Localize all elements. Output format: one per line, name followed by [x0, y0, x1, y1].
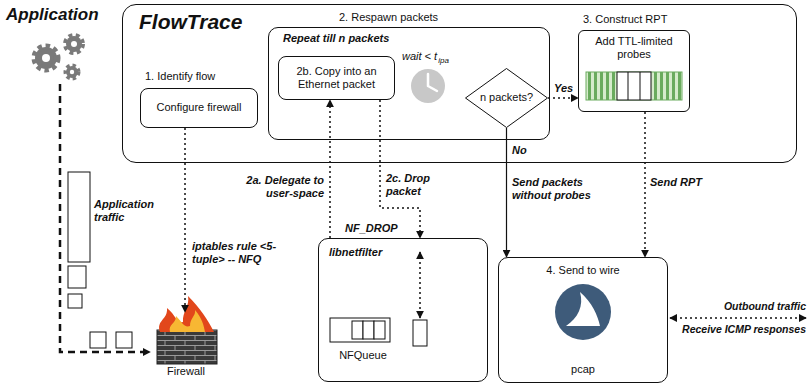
- node-text: 2b. Copy into an Ethernet packet: [279, 65, 394, 91]
- node-heading: 4. Send to wire: [499, 264, 667, 277]
- pcap-icon: [555, 284, 611, 340]
- node-heading: 2. Respawn packets: [339, 11, 438, 24]
- connector: [184, 128, 186, 312]
- node-heading: 3. Construct RPT: [583, 13, 667, 26]
- outbound-link: [670, 317, 806, 319]
- node-text: Add TTL-limited probes: [579, 35, 689, 61]
- edge-label: Send RPT: [650, 176, 702, 189]
- node-heading: libnetfilter: [329, 246, 382, 259]
- decision-diamond: n packets?: [465, 68, 548, 128]
- node-text: FlowTrace: [139, 9, 242, 34]
- process-box: 3. Construct RPTAdd TTL-limited probes: [578, 30, 690, 112]
- process-box: 1. Identify flowConfigure firewall: [140, 88, 258, 128]
- nfqueue-icon: [330, 318, 427, 346]
- node-text: n packets?: [480, 91, 533, 104]
- annotation-label: Outbound traffic: [724, 300, 806, 313]
- annotation-label: ipa: [438, 56, 449, 66]
- node-text: Application: [6, 5, 99, 25]
- annotation-label: wait < t: [402, 50, 437, 63]
- connector: [380, 100, 420, 238]
- application-node: Application: [22, 28, 98, 84]
- connector: [644, 112, 646, 257]
- drop-link: [419, 252, 421, 318]
- connector: [329, 100, 331, 238]
- loop-box: 2. Respawn packetsRepeat till n packets2…: [268, 27, 550, 140]
- node-text: NFQueue: [323, 349, 403, 362]
- connector: [506, 128, 507, 257]
- firewall-icon: [157, 296, 217, 364]
- output-box: 4. Send to wire pcap: [498, 257, 668, 383]
- node-text: pcap: [499, 363, 667, 376]
- firewall-node: Firewall: [150, 312, 222, 364]
- rpt-packet: [586, 72, 682, 100]
- connector: [548, 97, 578, 99]
- annotation-label: NF_DROP: [345, 222, 398, 235]
- node-text: Configure firewall: [153, 101, 246, 114]
- node-heading: 1. Identify flow: [145, 70, 215, 83]
- annotation-label: No: [512, 144, 527, 157]
- node-text: Firewall: [138, 365, 234, 378]
- edge-label: Yes: [554, 82, 573, 95]
- edge-label: 2a. Delegate to user-space: [222, 174, 324, 200]
- diamond-shape: [466, 69, 548, 128]
- edge-label: iptables rule <5-tuple> -- NFQ: [192, 240, 296, 266]
- library-box: libnetfilterNFQueue: [318, 238, 488, 382]
- clock-icon: [411, 69, 445, 103]
- node-text: Repeat till n packets: [283, 32, 389, 45]
- gears-icon: [35, 36, 82, 78]
- edge-label: Send packets without probes: [512, 176, 600, 202]
- process-box: 2b. Copy into an Ethernet packet: [278, 56, 395, 100]
- annotation-label: Application traffic: [94, 198, 156, 224]
- edge-label: 2c. Drop packet: [386, 172, 446, 198]
- annotation-label: Receive ICMP responses: [682, 323, 806, 336]
- system-frame: FlowTrace1. Identify flowConfigure firew…: [122, 4, 797, 163]
